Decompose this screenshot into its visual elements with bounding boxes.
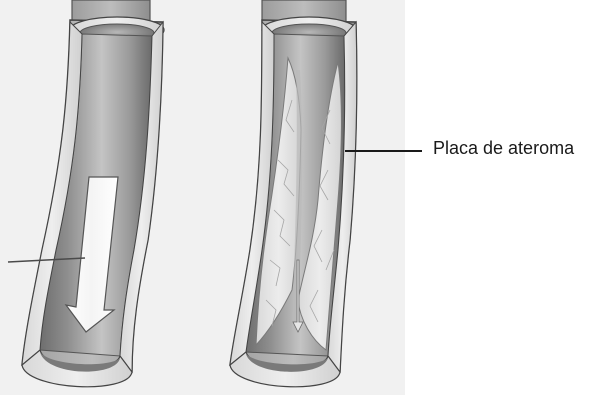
- plaque-label: Placa de ateroma: [433, 138, 574, 159]
